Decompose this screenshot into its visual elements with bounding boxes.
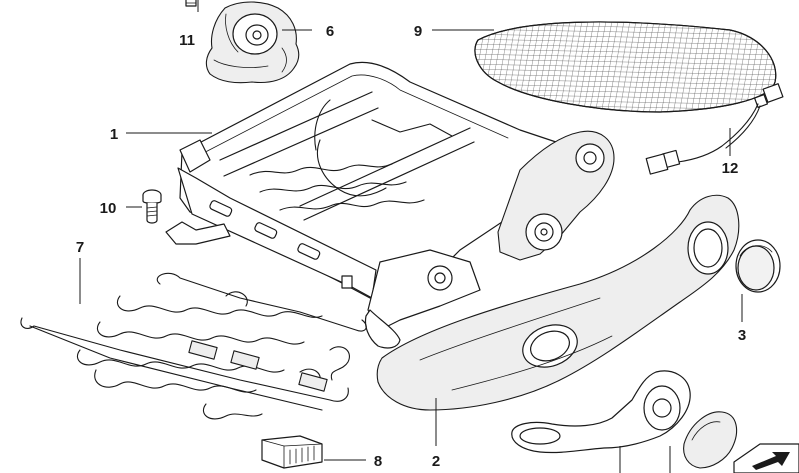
grid-line — [635, 21, 657, 112]
grid-line — [474, 28, 776, 36]
part-12-wiring-harness — [645, 83, 784, 175]
callout-11: 11 — [179, 32, 195, 49]
grid-line — [773, 21, 776, 112]
grid-line — [474, 43, 776, 51]
leader-lines — [79, 0, 743, 473]
grid-line — [474, 48, 776, 56]
arrow-icon — [733, 443, 799, 473]
grid-line — [474, 73, 776, 81]
grid-line — [581, 21, 603, 112]
part-8-connector — [261, 435, 323, 469]
grid-line — [780, 10, 799, 120]
callout-3: 3 — [738, 327, 746, 344]
part-10-bolt — [142, 189, 162, 224]
part-11-screw — [185, 0, 197, 7]
grid-line — [474, 78, 776, 86]
grid-line — [665, 21, 687, 112]
callout-2: 2 — [432, 453, 440, 470]
grid-line — [617, 21, 639, 112]
recliner-handle — [511, 370, 691, 454]
callout-10: 10 — [100, 200, 117, 217]
grid-line — [792, 10, 799, 120]
grid-line — [460, 114, 790, 120]
grid-line — [474, 53, 776, 61]
grid-line — [557, 21, 579, 112]
grid-line — [786, 10, 799, 120]
grid-line — [474, 83, 776, 91]
part-3-cap — [735, 239, 781, 293]
grid-line — [647, 21, 669, 112]
grid-line — [460, 119, 790, 125]
grid-line — [474, 63, 776, 71]
part-2-side-trim-panel — [376, 194, 740, 411]
callout-8: 8 — [374, 453, 382, 470]
grid-line — [563, 21, 585, 112]
callout-labels: 11 6 9 1 10 7 12 3 8 2 — [76, 23, 746, 470]
grid-line — [474, 68, 776, 76]
grid-line — [474, 58, 776, 66]
grid-line — [474, 33, 776, 41]
grid-line — [587, 21, 609, 112]
grid-line — [629, 21, 651, 112]
grid-line — [569, 21, 591, 112]
callout-1: 1 — [110, 126, 118, 143]
part-9-heating-mat — [460, 10, 799, 125]
part-6-trim-cover — [205, 1, 300, 84]
callout-6: 6 — [326, 23, 334, 40]
grid-line — [474, 38, 776, 46]
grid-line — [575, 21, 597, 112]
grid-line — [623, 21, 645, 112]
small-cover-cap — [683, 411, 738, 469]
callout-9: 9 — [414, 23, 422, 40]
part-1-seat-frame — [165, 61, 615, 349]
grid-line — [671, 21, 693, 112]
grid-line — [659, 21, 681, 112]
callout-12: 12 — [722, 160, 739, 177]
part-7-spring-mat — [20, 272, 367, 420]
callout-7: 7 — [76, 239, 84, 256]
grid-line — [653, 21, 675, 112]
grid-line — [460, 14, 790, 20]
grid-line — [641, 21, 663, 112]
